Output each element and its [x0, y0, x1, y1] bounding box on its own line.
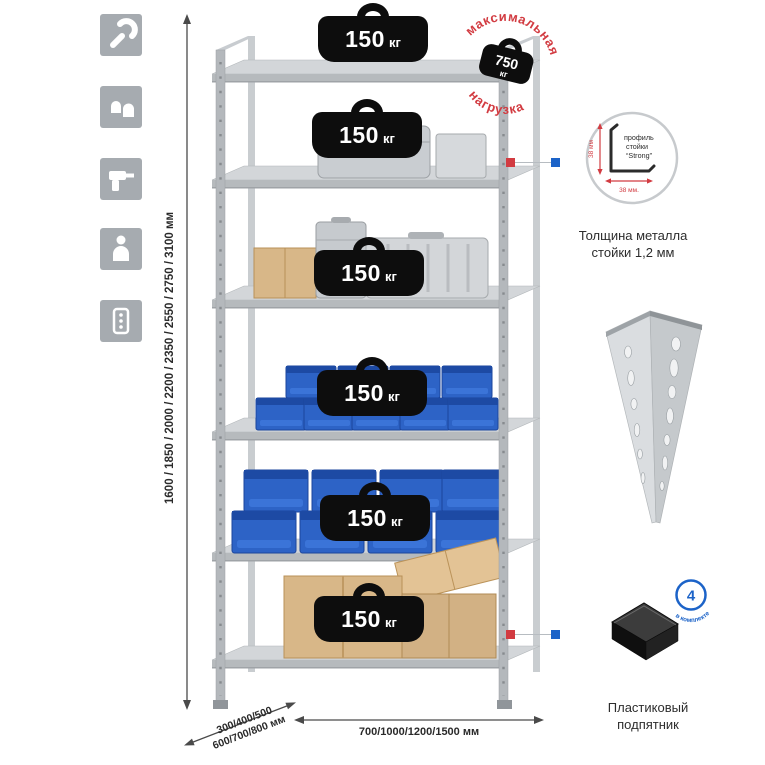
- wrench-icon: [110, 18, 138, 48]
- callout-marker-red: [506, 630, 515, 639]
- shelf-load-unit: кг: [384, 269, 397, 284]
- feature-icon-box: [100, 158, 142, 200]
- profile-cross-section: [609, 123, 656, 173]
- upright-post-image: [605, 310, 703, 524]
- shelf-load-unit: кг: [390, 514, 403, 529]
- badge-arc-text: в комплекте: [674, 610, 712, 624]
- shelf-load-value: 150: [345, 25, 385, 52]
- rack-front-posts: [213, 36, 540, 709]
- callout-marker-red: [506, 158, 515, 167]
- gloves-icon: [111, 101, 134, 117]
- profile-label-1: профиль: [624, 133, 654, 142]
- profile-caption-line2: стойки 1,2 мм: [591, 244, 675, 260]
- max-load-stamp: максимальная нагрузка 750 кг: [460, 0, 569, 123]
- foot-caption-line2: подпятник: [617, 716, 679, 732]
- badge-count-value: 4: [687, 588, 696, 605]
- foot-caption-line1: Пластиковый: [607, 700, 689, 715]
- shelf-load-value: 150: [341, 605, 381, 632]
- shelf-load-value: 150: [344, 379, 384, 406]
- stamp-arc-bottom-text: нагрузка: [463, 85, 529, 123]
- shelf-load-value: 150: [341, 259, 381, 286]
- feature-icon-box: [100, 228, 142, 270]
- rack-back-posts: [248, 36, 540, 672]
- post-profile-detail: 38 мм 38 мм. профиль стойки “Strong”: [585, 111, 679, 205]
- included-count-badge: 4 в комплекте: [674, 579, 712, 624]
- drill-icon: [109, 171, 134, 191]
- shelf-load-unit: кг: [382, 131, 395, 146]
- profile-label-3: “Strong”: [626, 151, 653, 160]
- svg-text:в комплекте: в комплекте: [674, 610, 712, 624]
- foot-caption: Пластиковый подпятник: [578, 700, 718, 734]
- stamp-weight-body: [479, 44, 534, 84]
- post-profile-icon: [112, 307, 130, 335]
- svg-text:нагрузка: нагрузка: [463, 85, 529, 123]
- height-dimension-arrow: [183, 14, 191, 710]
- feature-icon-box: [100, 300, 142, 342]
- person-icon: [113, 235, 129, 261]
- feature-icon-box: [100, 14, 142, 56]
- feature-icon-box: [100, 86, 142, 128]
- shelf-load-unit: кг: [384, 615, 397, 630]
- shelf-load-value: 150: [339, 121, 379, 148]
- profile-caption: Толщина металла стойки 1,2 мм: [560, 228, 706, 262]
- stamp-load-unit: кг: [499, 68, 509, 80]
- shelf-load-unit: кг: [387, 389, 400, 404]
- shelf-load-unit: кг: [388, 35, 401, 50]
- profile-caption-line1: Толщина металла: [578, 228, 688, 243]
- depth-dimension-arrow: [184, 702, 296, 746]
- callout-marker-blue: [551, 630, 560, 639]
- callout-marker-blue: [551, 158, 560, 167]
- width-dimension-label: 700/1000/1200/1500 мм: [358, 726, 480, 738]
- profile-vertical-dim: 38 мм: [588, 139, 595, 158]
- stamp-load-value: 750: [493, 52, 520, 73]
- profile-horizontal-dim: 38 мм.: [619, 187, 639, 194]
- callout-line: [515, 162, 551, 163]
- width-dimension-arrow: [294, 716, 544, 724]
- callout-line: [515, 634, 551, 635]
- shelf-load-value: 150: [347, 504, 387, 531]
- profile-label-2: стойки: [626, 142, 648, 151]
- plastic-foot-image: [611, 602, 679, 661]
- height-dimension-label: 1600 / 1850 / 2000 / 2200 / 2350 / 2550 …: [164, 212, 176, 504]
- post-perforations: [624, 336, 681, 491]
